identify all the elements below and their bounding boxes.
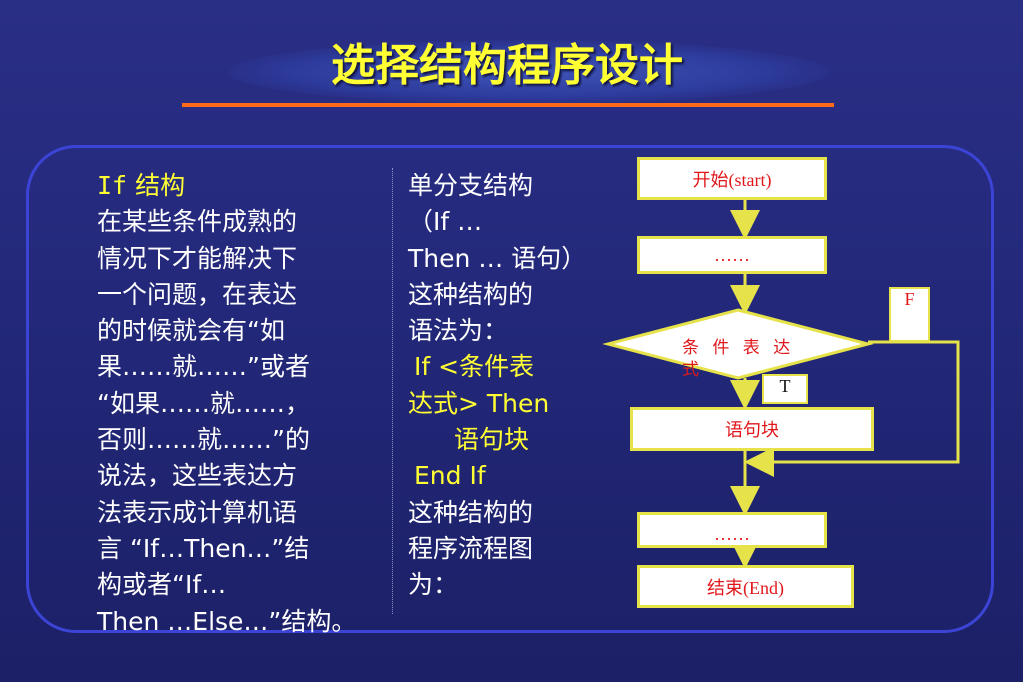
condition-diamond (602, 308, 874, 380)
left-line-11: 构或者“If… (97, 570, 227, 600)
slide-title: 选择结构程序设计 (331, 40, 683, 91)
left-line-1: 在某些条件成熟的 (97, 207, 298, 237)
left-heading-if: If (97, 171, 128, 200)
flow-end-box: 结束(End) (637, 565, 854, 608)
mid-line-1: 单分支结构 (408, 171, 534, 200)
syntax-if-line: If <条件表 (414, 352, 535, 382)
left-line-12: Then …Else…”结构。 (97, 606, 357, 636)
flow-block-box: 语句块 (630, 407, 874, 451)
flow-step2-box: …… (637, 512, 827, 548)
mid-line-6: 这种结构的 (408, 497, 534, 527)
false-label-box: F (889, 287, 930, 342)
left-heading-structure: 结构 (135, 171, 186, 200)
content-panel (26, 145, 994, 633)
mid-line-4: 这种结构的 (408, 279, 534, 309)
syntax-endif-line: End If (414, 461, 486, 491)
left-heading: If 结构 (97, 168, 387, 204)
left-line-8: 说法，这些表达方 (97, 461, 298, 491)
mid-line-5: 语法为： (408, 316, 509, 346)
left-line-9: 法表示成计算机语 (97, 497, 298, 527)
syntax-block-line: 语句块 (454, 425, 530, 455)
syntax-then-line: 达式> Then (408, 388, 550, 418)
left-line-4: 的时候就会有“如 (97, 316, 285, 346)
column-divider (392, 168, 393, 614)
mid-line-7: 程序流程图 (408, 533, 534, 563)
left-line-3: 一个问题，在表达 (97, 279, 298, 309)
mid-line-8: 为： (408, 570, 459, 600)
left-line-7: 否则……就……”的 (97, 425, 310, 455)
left-line-6: “如果……就……， (97, 388, 310, 418)
flow-start-box: 开始(start) (637, 157, 827, 200)
title-glow (228, 40, 830, 104)
flow-step1-box: …… (637, 236, 827, 274)
mid-line-2: （If … (408, 207, 483, 237)
mid-line-3: Then … 语句） (408, 243, 587, 273)
middle-column: 单分支结构 （If … Then … 语句） 这种结构的 语法为： If <条件… (408, 168, 608, 604)
true-label-box: T (762, 374, 808, 404)
left-column: If 结构 在某些条件成熟的 情况下才能解决下 一个问题，在表达 的时候就会有“… (97, 168, 387, 640)
flow-condition-text: 条 件 表 达 式 (682, 338, 795, 380)
left-line-10: 言 “If…Then…”结 (97, 533, 310, 563)
title-underline (182, 103, 834, 107)
left-line-5: 果……就……”或者 (97, 352, 310, 382)
false-branch-line (744, 340, 960, 477)
left-line-2: 情况下才能解决下 (97, 243, 298, 273)
